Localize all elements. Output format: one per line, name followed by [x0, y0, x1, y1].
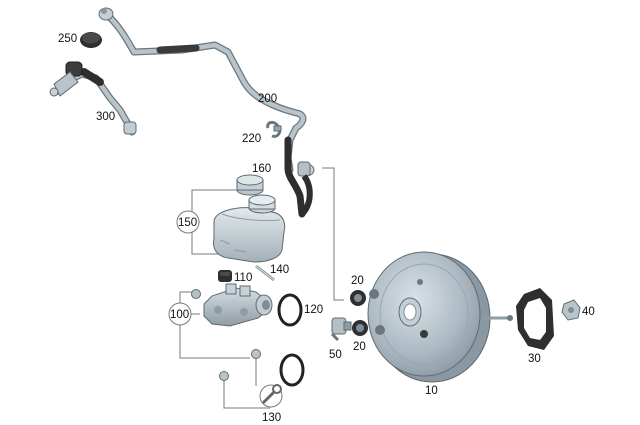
- label-20-upper: 20: [351, 275, 364, 287]
- label-50: 50: [329, 349, 342, 361]
- label-10: 10: [425, 385, 438, 397]
- pipe-end-300: [123, 121, 137, 135]
- screw-group-130: [219, 349, 270, 409]
- label-300: 300: [96, 111, 115, 123]
- pin-140: [255, 264, 275, 282]
- label-220: 220: [242, 133, 261, 145]
- label-100: 100: [170, 309, 189, 321]
- label-130: 130: [262, 412, 281, 424]
- callout-labels: 250 300 200 220 160 150 140 110 120 100 …: [58, 33, 595, 424]
- label-250: 250: [58, 33, 77, 45]
- check-valve-300: [49, 61, 83, 97]
- pipe-elbow-fitting: [297, 161, 315, 217]
- label-40: 40: [582, 306, 595, 318]
- brake-booster-10: [367, 251, 513, 383]
- nut-40: [561, 299, 581, 321]
- cap-250: [80, 32, 102, 48]
- label-150: 150: [178, 217, 197, 229]
- label-200: 200: [258, 93, 277, 105]
- pressure-sensor-50: [330, 317, 352, 342]
- master-cylinder-group-100: [168, 291, 250, 359]
- brake-master-cylinder: [191, 283, 273, 327]
- label-140: 140: [270, 264, 289, 276]
- vacuum-line-300: [49, 61, 137, 136]
- gasket-30: [516, 288, 554, 350]
- label-120: 120: [304, 304, 323, 316]
- grommet-20-lower: [352, 320, 368, 336]
- label-160: 160: [252, 163, 271, 175]
- wrench-icon: [259, 384, 283, 408]
- label-110: 110: [234, 272, 252, 284]
- pipe-end-connector: [98, 7, 114, 21]
- grommet-110: [218, 270, 232, 282]
- label-30: 30: [528, 353, 541, 365]
- sealing-ring-120: [277, 293, 305, 387]
- label-20-lower: 20: [353, 341, 366, 353]
- reservoir-cap-160: [236, 174, 264, 196]
- hose-clamp-220: [266, 120, 282, 138]
- grommet-20-upper: [350, 290, 366, 306]
- vacuum-line-200: [98, 7, 315, 218]
- brake-fluid-reservoir: [213, 194, 286, 263]
